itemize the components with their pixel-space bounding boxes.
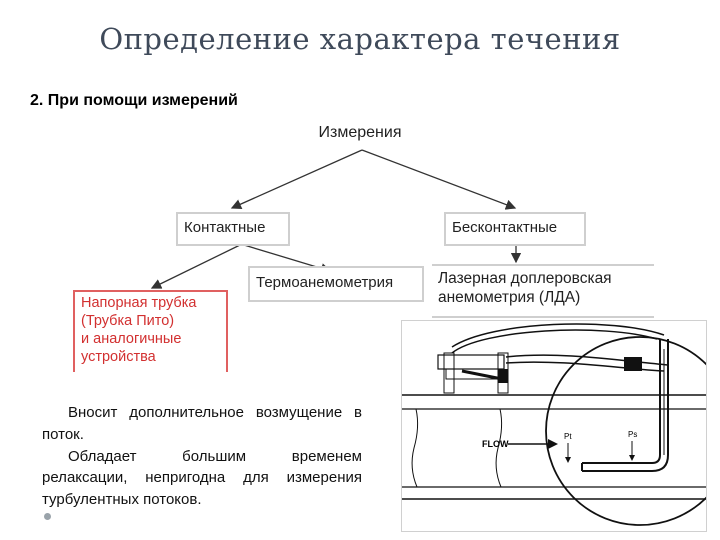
magnifier-circle [545,336,720,526]
box-lda-label: Лазерная доплеровская анемометрия (ЛДА) [438,270,612,307]
flow-label: FLOW [482,439,509,449]
diagram-root-label: Измерения [318,124,402,141]
box-noncontact: Бесконтактные [444,212,586,246]
box-thermo-label: Термоанемометрия [256,274,394,291]
ps-label: Ps [628,430,637,439]
box-noncontact-label: Бесконтактные [452,219,558,236]
arrow-root-contact [230,149,363,210]
box-lda: Лазерная доплеровская анемометрия (ЛДА) [432,264,654,318]
box-pitot: Напорная трубка (Трубка Пито) и аналогич… [73,290,228,372]
arrow-root-noncontact [361,149,517,210]
page-title: Определение характера течения [99,22,621,56]
section-subtitle: 2. При помощи измерений [30,92,238,109]
pitot-drawing: FLOW Pt Ps [402,323,720,526]
bullet-dot [44,513,51,520]
box-thermo: Термоанемометрия [248,266,424,302]
pitot-illustration: FLOW Pt Ps [401,320,720,532]
description-p1: Вносит дополнительное возмущение в поток… [42,404,362,443]
description: Вносит дополнительное возмущение в поток… [42,402,362,511]
pt-label: Pt [564,432,572,441]
box-contact-label: Контактные [184,219,266,236]
description-p2: Обладает большим временем релаксации, не… [42,447,362,509]
arrow-contact-pitot [150,244,241,289]
box-contact: Контактные [176,212,290,246]
